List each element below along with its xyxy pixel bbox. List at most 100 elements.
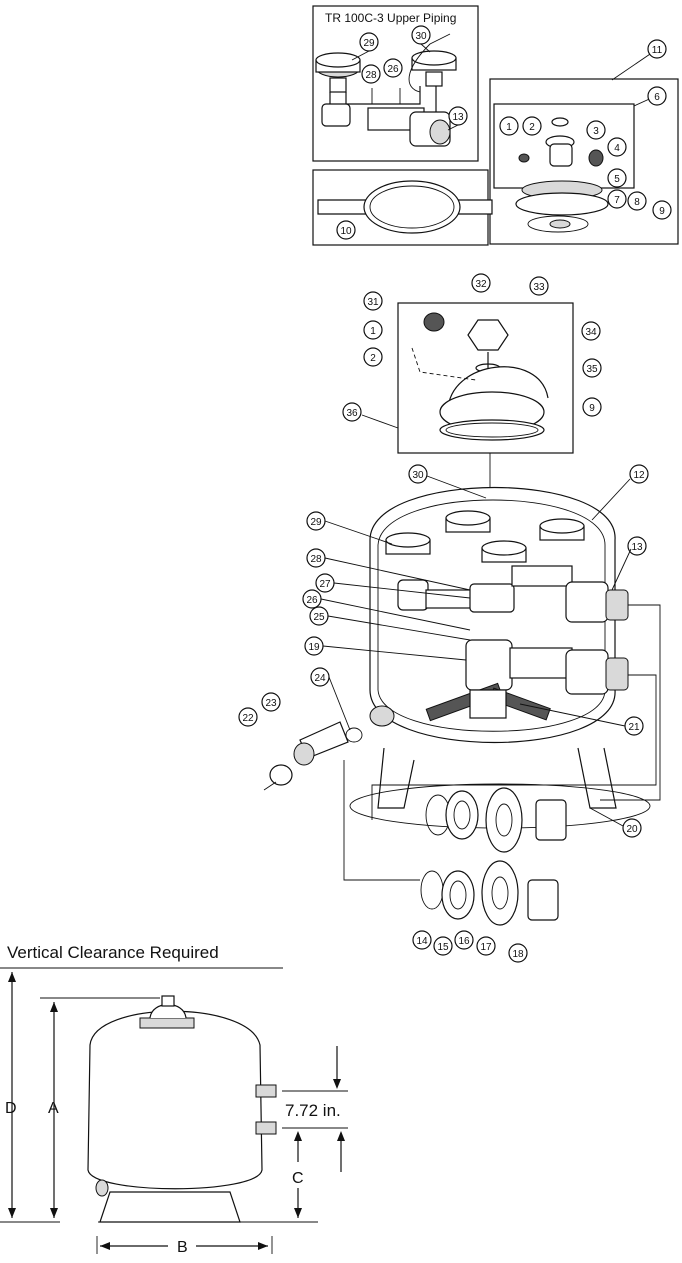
upper-piping-title: TR 100C-3 Upper Piping <box>325 11 456 25</box>
callout-19: 19 <box>304 636 324 656</box>
svg-text:13: 13 <box>631 542 643 553</box>
svg-text:1: 1 <box>370 326 376 337</box>
svg-text:4: 4 <box>614 143 620 154</box>
svg-text:21: 21 <box>628 722 640 733</box>
svg-text:7: 7 <box>614 195 620 206</box>
svg-text:35: 35 <box>586 364 598 375</box>
callout-21: 21 <box>624 716 644 736</box>
dim-label-c: C <box>292 1170 304 1187</box>
callout-6: 6 <box>647 86 667 106</box>
svg-text:12: 12 <box>633 470 645 481</box>
svg-text:10: 10 <box>340 226 352 237</box>
clearance-diagram: Vertical Clearance Required D A B <box>0 943 348 1256</box>
svg-text:34: 34 <box>585 327 597 338</box>
callout-17: 17 <box>476 936 496 956</box>
svg-text:28: 28 <box>310 554 322 565</box>
callout-13b: 13 <box>627 536 647 556</box>
callout-9b: 9 <box>582 397 602 417</box>
callout-22: 22 <box>238 707 258 727</box>
dim-label-d: D <box>5 1100 17 1117</box>
svg-text:26: 26 <box>306 595 318 606</box>
svg-text:9: 9 <box>659 206 665 217</box>
callout-7: 7 <box>607 189 627 209</box>
svg-text:28: 28 <box>365 70 377 81</box>
svg-text:11: 11 <box>652 45 663 56</box>
callout-3: 3 <box>586 120 606 140</box>
callout-8: 8 <box>627 191 647 211</box>
svg-text:18: 18 <box>512 949 524 960</box>
svg-text:24: 24 <box>314 673 326 684</box>
leader-lines <box>320 43 632 827</box>
svg-text:22: 22 <box>242 713 254 724</box>
callout-9a: 9 <box>652 200 672 220</box>
callout-30: 30 <box>411 25 431 45</box>
callout-5: 5 <box>607 168 627 188</box>
callout-1a: 1 <box>499 116 519 136</box>
callout-29b: 29 <box>306 511 326 531</box>
svg-text:33: 33 <box>533 282 545 293</box>
union-parts <box>420 787 567 926</box>
svg-text:2: 2 <box>529 122 535 133</box>
callout-33: 33 <box>529 276 549 296</box>
callout-26: 26 <box>383 58 403 78</box>
valve-assembly-panel <box>489 49 679 245</box>
dim-label-b: B <box>177 1239 188 1256</box>
callout-18: 18 <box>508 943 528 963</box>
callout-14: 14 <box>412 930 432 950</box>
svg-text:29: 29 <box>310 517 322 528</box>
callout-30b: 30 <box>408 464 428 484</box>
callout-25: 25 <box>309 606 329 626</box>
svg-text:29: 29 <box>363 38 375 49</box>
callout-35: 35 <box>582 358 602 378</box>
callout-26b: 26 <box>302 589 322 609</box>
callout-1b: 1 <box>363 320 383 340</box>
callout-13: 13 <box>448 106 468 126</box>
svg-text:3: 3 <box>593 126 599 137</box>
callout-24: 24 <box>310 667 330 687</box>
svg-text:32: 32 <box>475 279 487 290</box>
svg-text:15: 15 <box>437 942 449 953</box>
lid-assembly-box <box>361 302 574 500</box>
svg-text:30: 30 <box>412 470 424 481</box>
svg-text:31: 31 <box>367 297 379 308</box>
svg-text:23: 23 <box>265 698 277 709</box>
clearance-title: Vertical Clearance Required <box>7 943 219 962</box>
svg-text:30: 30 <box>415 31 427 42</box>
callout-16: 16 <box>454 930 474 950</box>
drain-parts <box>263 721 363 791</box>
callout-11: 11 <box>647 39 667 59</box>
callout-23: 23 <box>261 692 281 712</box>
svg-text:19: 19 <box>308 642 320 653</box>
svg-text:2: 2 <box>370 353 376 364</box>
callout-20: 20 <box>622 818 642 838</box>
callout-2a: 2 <box>522 116 542 136</box>
callout-36: 36 <box>342 402 362 422</box>
callouts: 29 30 28 26 13 11 6 1 2 3 4 5 7 8 9 10 3… <box>238 25 672 963</box>
callout-31: 31 <box>363 291 383 311</box>
callout-28b: 28 <box>306 548 326 568</box>
dim-spacing: 7.72 in. <box>285 1101 341 1120</box>
svg-text:13: 13 <box>452 112 464 123</box>
svg-text:20: 20 <box>626 824 638 835</box>
svg-text:1: 1 <box>506 122 512 133</box>
callout-28: 28 <box>361 64 381 84</box>
svg-text:8: 8 <box>634 197 640 208</box>
upper-piping-panel: TR 100C-3 Upper Piping <box>312 5 479 162</box>
callout-15: 15 <box>433 936 453 956</box>
callout-12: 12 <box>629 464 649 484</box>
dim-label-a: A <box>48 1100 59 1117</box>
callout-2b: 2 <box>363 347 383 367</box>
svg-text:27: 27 <box>319 579 331 590</box>
callout-29: 29 <box>359 32 379 52</box>
callout-4: 4 <box>607 137 627 157</box>
svg-text:5: 5 <box>614 174 620 185</box>
callout-10: 10 <box>336 220 356 240</box>
callout-32: 32 <box>471 273 491 293</box>
svg-text:14: 14 <box>416 936 428 947</box>
svg-text:25: 25 <box>313 612 325 623</box>
svg-text:9: 9 <box>589 403 595 414</box>
svg-text:16: 16 <box>458 936 470 947</box>
svg-text:17: 17 <box>480 942 492 953</box>
lateral-hub-panel <box>312 169 493 246</box>
